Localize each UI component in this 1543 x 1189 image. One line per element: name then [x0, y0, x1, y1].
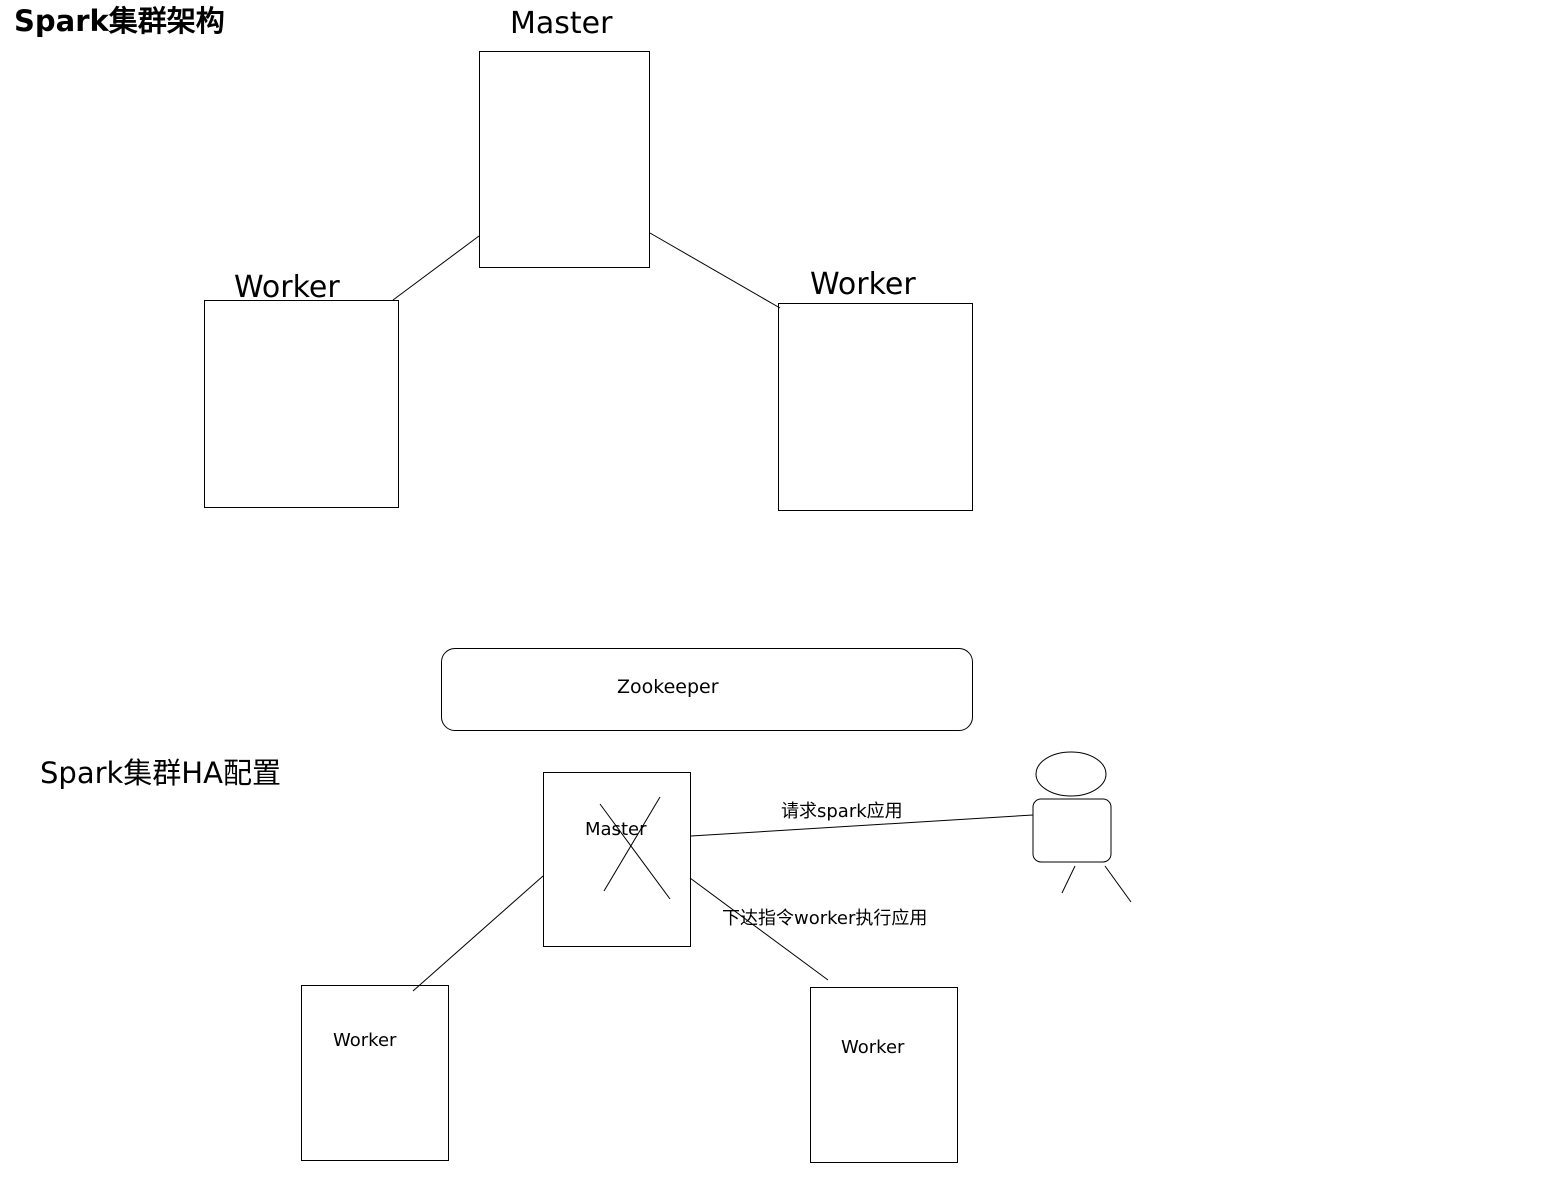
command-edge-label: 下达指令worker执行应用 — [722, 908, 928, 929]
ha-worker-node-box-right — [810, 987, 958, 1163]
user-head-icon — [1035, 751, 1107, 797]
connector-master-worker-left — [392, 235, 480, 301]
request-edge-label: 请求spark应用 — [781, 801, 903, 822]
connector-master-worker-right — [649, 232, 781, 309]
worker-node-box-right — [778, 303, 973, 511]
architecture-title: Spark集群架构 — [14, 4, 225, 38]
ha-worker-node-label-left: Worker — [333, 1030, 397, 1051]
master-node-label: Master — [510, 6, 613, 41]
ha-worker-node-label-right: Worker — [841, 1037, 905, 1058]
connector-ha-master-worker-left — [412, 875, 544, 992]
zookeeper-box — [441, 648, 973, 731]
master-node-box — [479, 51, 650, 268]
worker-node-box-left — [204, 300, 399, 508]
ha-master-node-box — [543, 772, 691, 947]
ha-master-node-label: Master — [585, 819, 647, 840]
connector-ha-master-worker-right — [689, 877, 829, 981]
user-left-leg-icon — [1061, 865, 1076, 894]
user-right-leg-icon — [1104, 865, 1132, 903]
worker-node-label-left: Worker — [234, 270, 340, 305]
zookeeper-label: Zookeeper — [617, 676, 719, 698]
ha-worker-node-box-left — [301, 985, 449, 1161]
worker-node-label-right: Worker — [810, 267, 916, 302]
user-body-icon — [1032, 798, 1112, 863]
ha-config-title: Spark集群HA配置 — [40, 756, 281, 790]
